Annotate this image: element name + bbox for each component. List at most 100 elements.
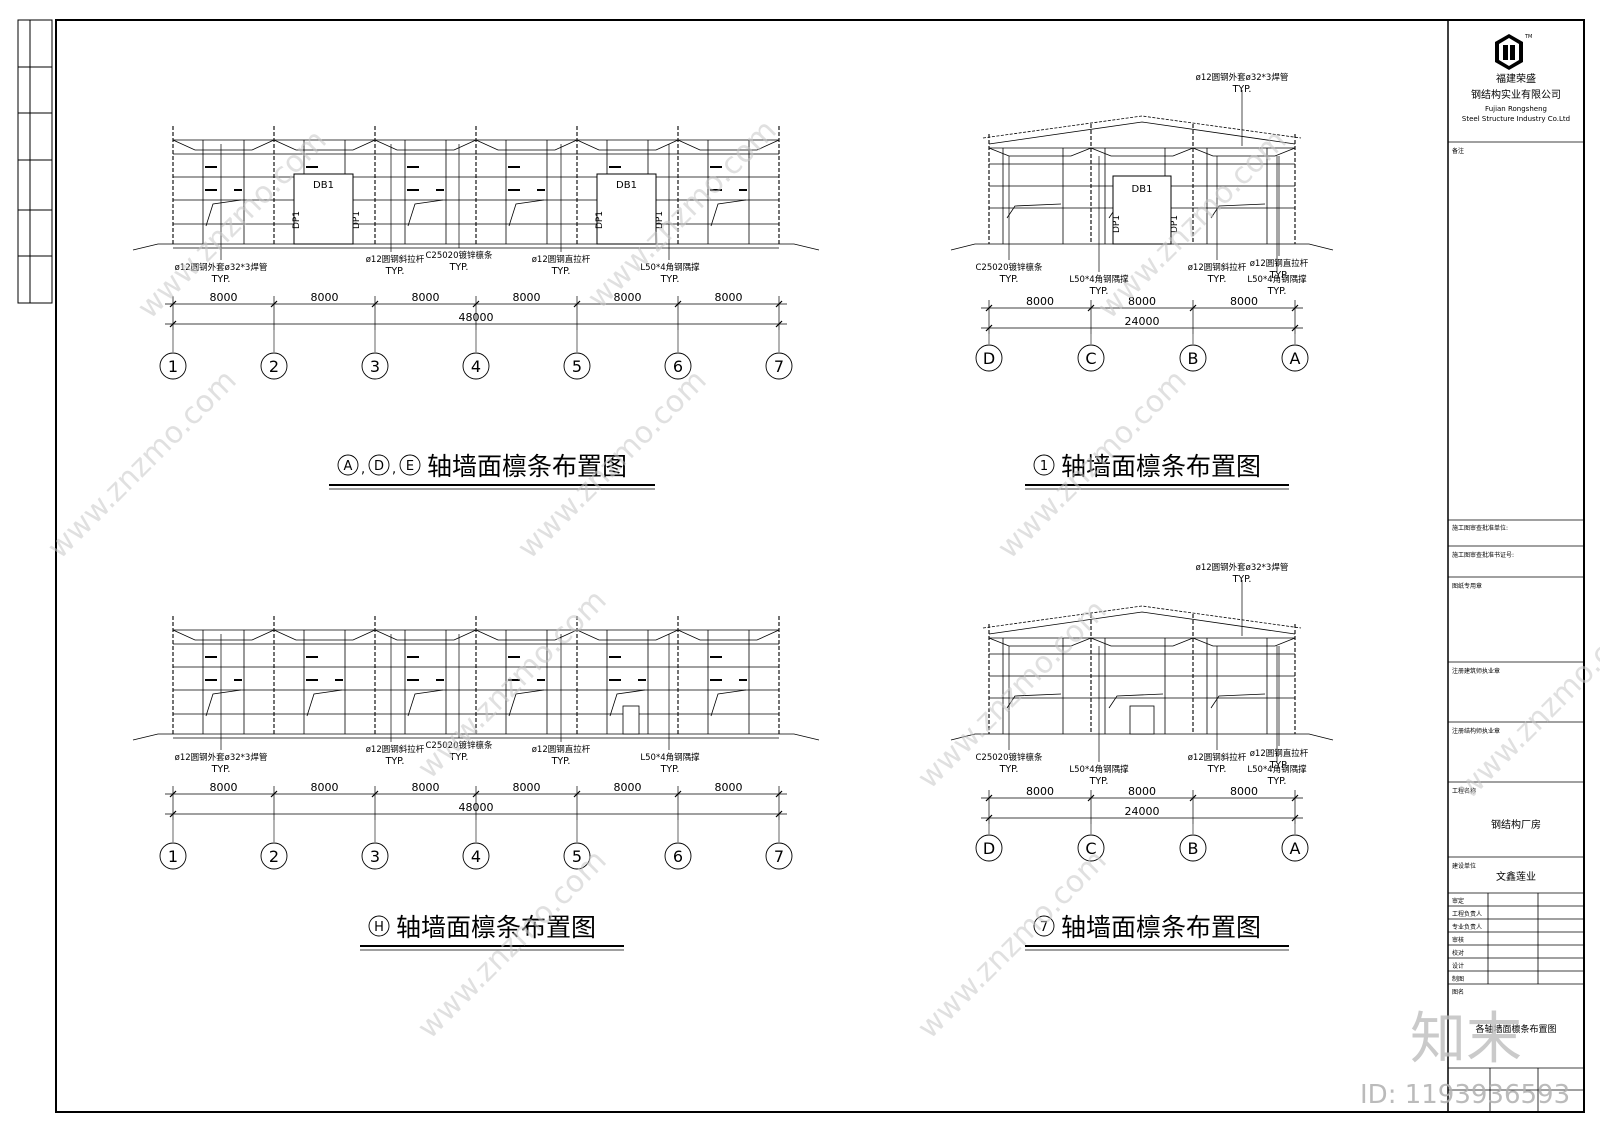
callout-typ: TYP. [449, 262, 469, 273]
role-label: 工程负责人 [1452, 910, 1482, 918]
callout-label: L50*4角钢隅撑 [1247, 764, 1307, 775]
callout-typ: TYP. [1232, 84, 1252, 95]
span-dimension: 8000 [1128, 295, 1156, 308]
callout-label: L50*4角钢隅撑 [1069, 274, 1129, 285]
dimension-tick [1189, 794, 1197, 802]
door-opening [1112, 175, 1172, 245]
knee-brace [988, 637, 1092, 647]
structural-stamp-label: 注册结构师执业章 [1452, 727, 1500, 735]
sheet-border [55, 19, 1585, 1113]
dimension-tick [985, 814, 993, 822]
role-label: 专业负责人 [1452, 923, 1482, 931]
span-dimension: 8000 [1230, 295, 1258, 308]
axis-letter: C [1085, 349, 1096, 368]
span-dimension: 8000 [1026, 785, 1054, 798]
total-dimension: 48000 [459, 801, 494, 814]
knee-brace [374, 629, 477, 641]
axis-bubble [975, 344, 1003, 372]
callout-label: C25020镀锌檩条 [976, 262, 1043, 273]
client-name: 文鑫莲业 [1496, 870, 1536, 883]
approval-cert-label: 施工图审查批准书证号: [1452, 551, 1514, 559]
dimension-tick [169, 300, 177, 308]
door-post-label: DP1 [1112, 215, 1122, 233]
elevation-bottom_right: ø12圆钢外套ø32*3焊管TYP.C25020镀锌檩条TYP.L50*4角钢隅… [950, 562, 1334, 862]
axis-number: 1 [168, 847, 178, 866]
callout-typ: TYP. [1232, 574, 1252, 585]
knee-brace [273, 139, 376, 151]
callout-typ: TYP. [1267, 776, 1287, 787]
dimension-tick [1087, 794, 1095, 802]
knee-brace [1192, 147, 1296, 157]
axis-bubble [462, 352, 490, 380]
knee-brace [172, 629, 275, 641]
span-dimension: 8000 [1026, 295, 1054, 308]
project-name: 钢结构厂房 [1491, 818, 1541, 831]
axis-tag: 7 [1040, 920, 1048, 935]
axis-tag-bubble [368, 915, 390, 937]
callout-label: L50*4角钢隅撑 [640, 752, 700, 763]
axis-bubble [1281, 834, 1309, 862]
knee-brace [475, 629, 578, 641]
axis-bubble [975, 834, 1003, 862]
axis-bubble [563, 352, 591, 380]
axis-number: 4 [471, 847, 481, 866]
knee-brace [475, 139, 578, 151]
axis-number: 2 [269, 357, 279, 376]
axis-bubble [1179, 834, 1207, 862]
callout-label: C25020镀锌檩条 [426, 250, 493, 261]
callout-typ: TYP. [660, 764, 680, 775]
role-label: 设计 [1452, 962, 1464, 970]
elevation-bottom_left: ø12圆钢外套ø32*3焊管TYP.ø12圆钢斜拉杆TYP.C25020镀锌檩条… [132, 616, 820, 870]
roof-line [988, 611, 1296, 635]
knee-brace [677, 629, 780, 641]
span-dimension: 8000 [614, 781, 642, 794]
axis-number: 1 [168, 357, 178, 376]
diagonal-brace [710, 689, 747, 717]
axis-bubble [260, 842, 288, 870]
callout-typ: TYP. [1269, 760, 1289, 771]
diagonal-brace [508, 689, 545, 717]
callout-label: ø12圆钢斜拉杆 [1188, 752, 1247, 763]
dimension-tick [1291, 794, 1299, 802]
dimension-tick [775, 320, 783, 328]
diagonal-brace [609, 689, 646, 717]
company-name-cn: 福建荣盛 [1496, 72, 1536, 85]
callout-label: ø12圆钢斜拉杆 [366, 254, 425, 265]
approval-unit-label: 施工图审查批准单位: [1452, 524, 1508, 532]
ground-line [950, 733, 1334, 741]
axis-bubble [462, 842, 490, 870]
remarks-label: 备注 [1452, 147, 1464, 155]
knee-brace [1192, 637, 1296, 647]
knee-brace [172, 139, 275, 151]
knee-brace [1090, 147, 1194, 157]
axis-tag: D [374, 459, 384, 474]
project-label: 工程名称 [1452, 787, 1476, 795]
callout-label: ø12圆钢外套ø32*3焊管 [175, 262, 268, 273]
axis-bubble [1179, 344, 1207, 372]
dimension-tick [169, 320, 177, 328]
dimension-tick [674, 790, 682, 798]
dimension-tick [472, 790, 480, 798]
diagonal-brace [508, 199, 545, 227]
callout-label: ø12圆钢直拉杆 [1250, 258, 1309, 269]
watermark-site-text: www.znzmo.com [911, 843, 1114, 1046]
axis-letter: B [1188, 839, 1199, 858]
watermark-site-text: www.znzmo.com [1451, 603, 1600, 806]
callout-label: C25020镀锌檩条 [426, 740, 493, 751]
axis-tag: H [374, 920, 384, 935]
diagonal-brace [1006, 693, 1062, 709]
watermark-id-text: ID: 1193936593 [1360, 1080, 1570, 1110]
callout-label: L50*4角钢隅撑 [1069, 764, 1129, 775]
binding-strip [17, 19, 53, 304]
diagonal-brace [407, 689, 444, 717]
knee-brace [1090, 637, 1194, 647]
diagonal-brace [205, 689, 242, 717]
span-dimension: 8000 [311, 291, 339, 304]
dimension-tick [1291, 304, 1299, 312]
axis-number: 7 [774, 847, 784, 866]
